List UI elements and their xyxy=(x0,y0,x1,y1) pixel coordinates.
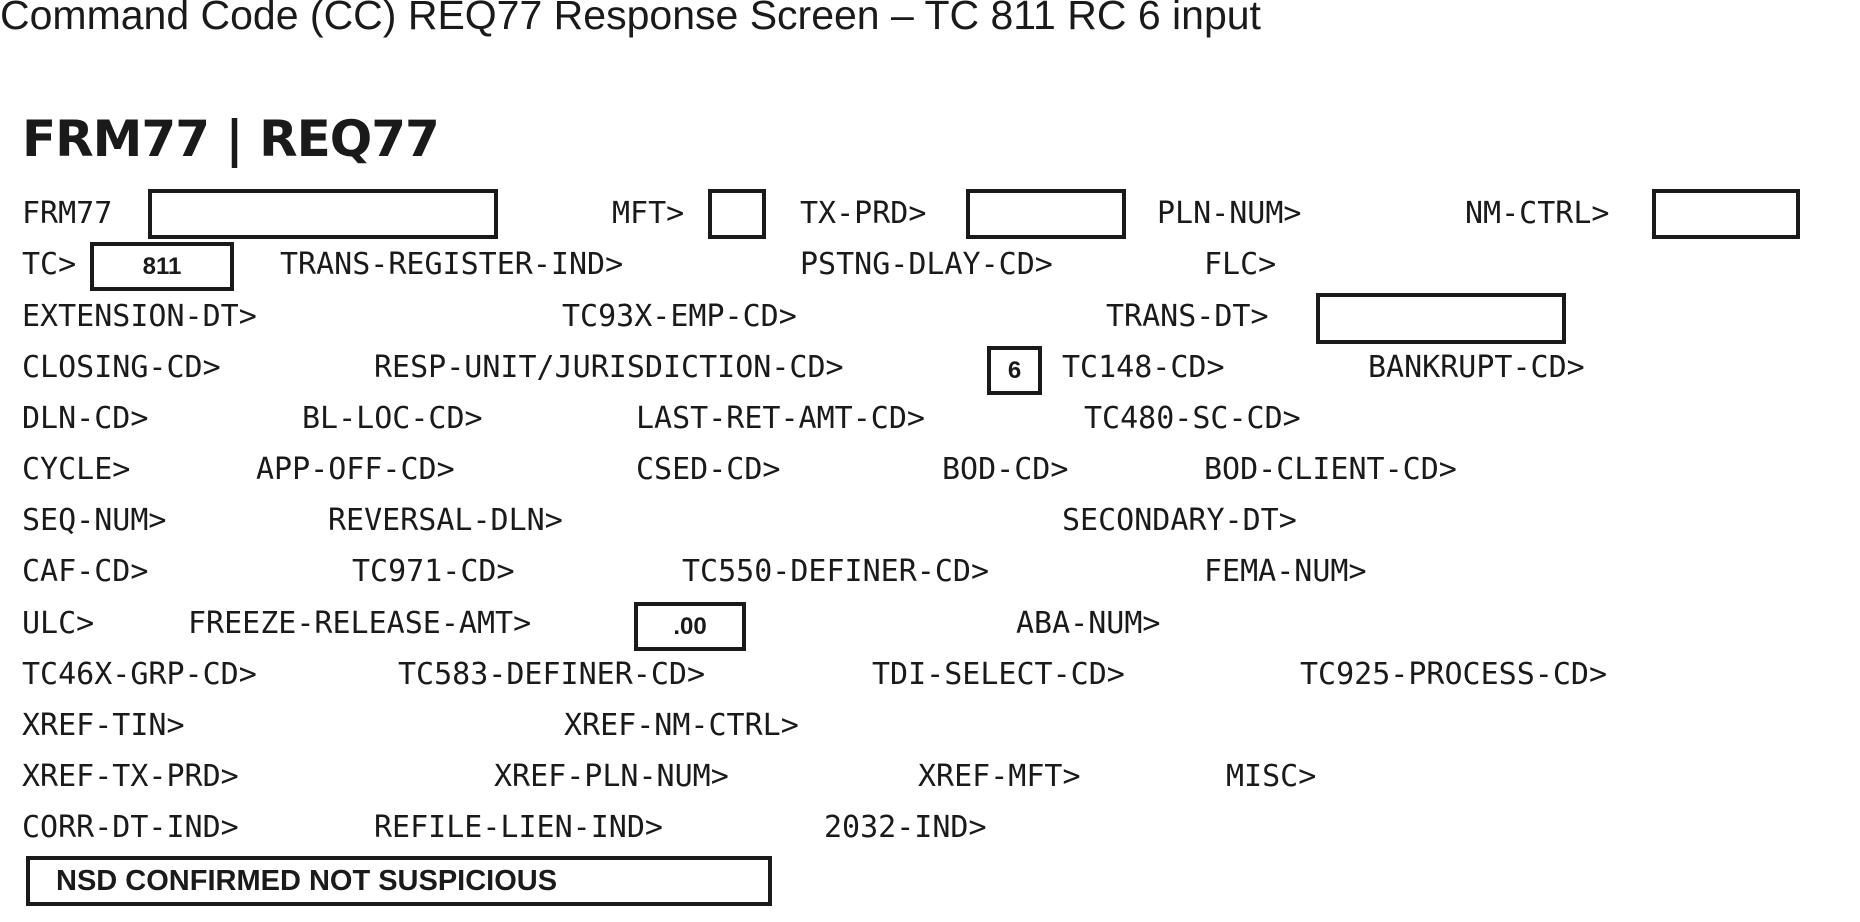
xref-tin-label: XREF-TIN> xyxy=(22,708,185,743)
tc93x-emp-cd-label: TC93X-EMP-CD> xyxy=(562,299,797,334)
tc583-definer-cd-label: TC583-DEFINER-CD> xyxy=(398,657,706,692)
secondary-dt-label: SECONDARY-DT> xyxy=(1062,503,1297,538)
page-title: FRM77 | REQ77 xyxy=(22,110,440,168)
tc148-cd-label: TC148-CD> xyxy=(1062,350,1225,385)
fema-num-label: FEMA-NUM> xyxy=(1204,554,1367,589)
app-off-cd-label: APP-OFF-CD> xyxy=(256,452,455,487)
reversal-dln-label: REVERSAL-DLN> xyxy=(328,503,563,538)
tc971-cd-label: TC971-CD> xyxy=(352,554,515,589)
bod-cd-label: BOD-CD> xyxy=(942,452,1069,487)
xref-mft-label: XREF-MFT> xyxy=(918,759,1081,794)
tc550-definer-cd-label: TC550-DEFINER-CD> xyxy=(682,554,990,589)
bl-loc-cd-label: BL-LOC-CD> xyxy=(302,401,483,436)
bankrupt-cd-label: BANKRUPT-CD> xyxy=(1368,350,1585,385)
last-ret-amt-cd-label: LAST-RET-AMT-CD> xyxy=(636,401,925,436)
csed-cd-label: CSED-CD> xyxy=(636,452,781,487)
tx-prd-label: TX-PRD> xyxy=(800,196,927,231)
tc-input[interactable]: 811 xyxy=(90,242,234,291)
frm77-label: FRM77 xyxy=(22,196,113,231)
xref-pln-num-label: XREF-PLN-NUM> xyxy=(494,759,729,794)
screen-caption: Command Code (CC) REQ77 Response Screen … xyxy=(0,0,1261,38)
corr-dt-ind-label: CORR-DT-IND> xyxy=(22,810,239,845)
tc46x-grp-cd-label: TC46X-GRP-CD> xyxy=(22,657,257,692)
tc-label: TC> xyxy=(22,247,77,282)
ulc-label: ULC> xyxy=(22,606,95,641)
tx-prd-input[interactable] xyxy=(966,189,1126,239)
bod-client-cd-label: BOD-CLIENT-CD> xyxy=(1204,452,1457,487)
trans-dt-input[interactable] xyxy=(1316,293,1566,344)
mft-label: MFT> xyxy=(612,196,685,231)
nm-ctrl-input[interactable] xyxy=(1652,189,1800,239)
trans-register-ind-label: TRANS-REGISTER-IND> xyxy=(280,247,624,282)
dln-cd-label: DLN-CD> xyxy=(22,401,149,436)
resp-unit-jurisdiction-cd-label: RESP-UNIT/JURISDICTION-CD> xyxy=(374,350,844,385)
freeze-release-amt-input[interactable]: .00 xyxy=(634,602,746,651)
trans-dt-label: TRANS-DT> xyxy=(1106,299,1269,334)
freeze-release-amt-label: FREEZE-RELEASE-AMT> xyxy=(188,606,532,641)
tc480-sc-cd-label: TC480-SC-CD> xyxy=(1084,401,1301,436)
cycle-label: CYCLE> xyxy=(22,452,131,487)
seq-num-label: SEQ-NUM> xyxy=(22,503,167,538)
caf-cd-label: CAF-CD> xyxy=(22,554,149,589)
tdi-select-cd-label: TDI-SELECT-CD> xyxy=(872,657,1125,692)
xref-tx-prd-label: XREF-TX-PRD> xyxy=(22,759,239,794)
mft-input[interactable] xyxy=(708,189,766,239)
2032-ind-label: 2032-IND> xyxy=(824,810,987,845)
nm-ctrl-label: NM-CTRL> xyxy=(1465,196,1610,231)
pstng-dlay-cd-label: PSTNG-DLAY-CD> xyxy=(800,247,1053,282)
status-message: NSD CONFIRMED NOT SUSPICIOUS xyxy=(26,856,772,906)
xref-nm-ctrl-label: XREF-NM-CTRL> xyxy=(564,708,799,743)
frm77-input[interactable] xyxy=(148,189,498,239)
pln-num-label: PLN-NUM> xyxy=(1157,196,1302,231)
closing-cd-label: CLOSING-CD> xyxy=(22,350,221,385)
aba-num-label: ABA-NUM> xyxy=(1016,606,1161,641)
extension-dt-label: EXTENSION-DT> xyxy=(22,299,257,334)
resp-unit-jurisdiction-cd-input[interactable]: 6 xyxy=(987,346,1042,395)
flc-label: FLC> xyxy=(1204,247,1277,282)
tc925-process-cd-label: TC925-PROCESS-CD> xyxy=(1300,657,1608,692)
misc-label: MISC> xyxy=(1226,759,1317,794)
refile-lien-ind-label: REFILE-LIEN-IND> xyxy=(374,810,663,845)
